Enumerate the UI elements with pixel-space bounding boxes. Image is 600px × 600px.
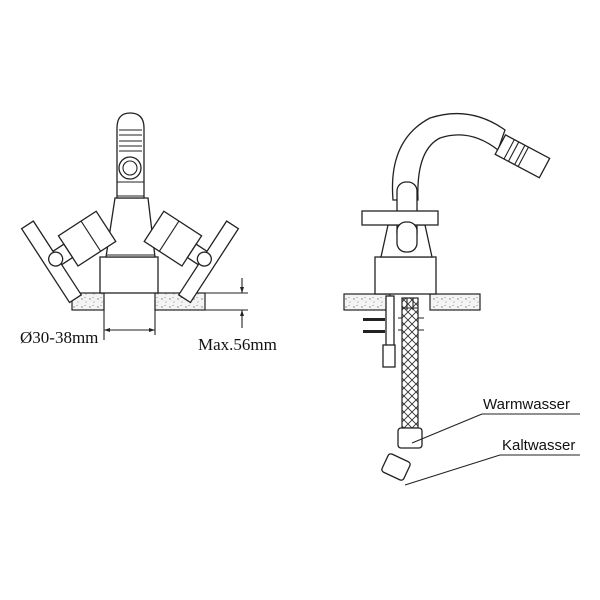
hole-diameter-label: Ø30-38mm	[20, 328, 99, 347]
cold-water-label: Kaltwasser	[502, 437, 576, 454]
left-handle	[20, 210, 117, 304]
side-base	[374, 256, 437, 295]
right-handle	[143, 210, 240, 304]
hole-dimension	[103, 300, 156, 340]
front-view	[20, 112, 248, 340]
side-view	[343, 112, 580, 486]
front-spout	[116, 112, 145, 199]
front-body	[105, 197, 156, 258]
side-cross-handle	[361, 210, 439, 226]
side-nozzle	[494, 134, 551, 179]
braided-hose	[401, 297, 419, 429]
warm-water-label: Warmwasser	[483, 396, 570, 413]
cold-water-nut	[381, 453, 411, 481]
warm-water-nut	[397, 427, 423, 449]
front-base	[99, 256, 159, 294]
front-countertop	[71, 292, 248, 311]
thickness-dimension	[240, 278, 244, 328]
side-spout-arc	[391, 112, 506, 201]
front-nozzle	[118, 156, 142, 180]
max-thickness-label: Max.56mm	[198, 335, 277, 354]
